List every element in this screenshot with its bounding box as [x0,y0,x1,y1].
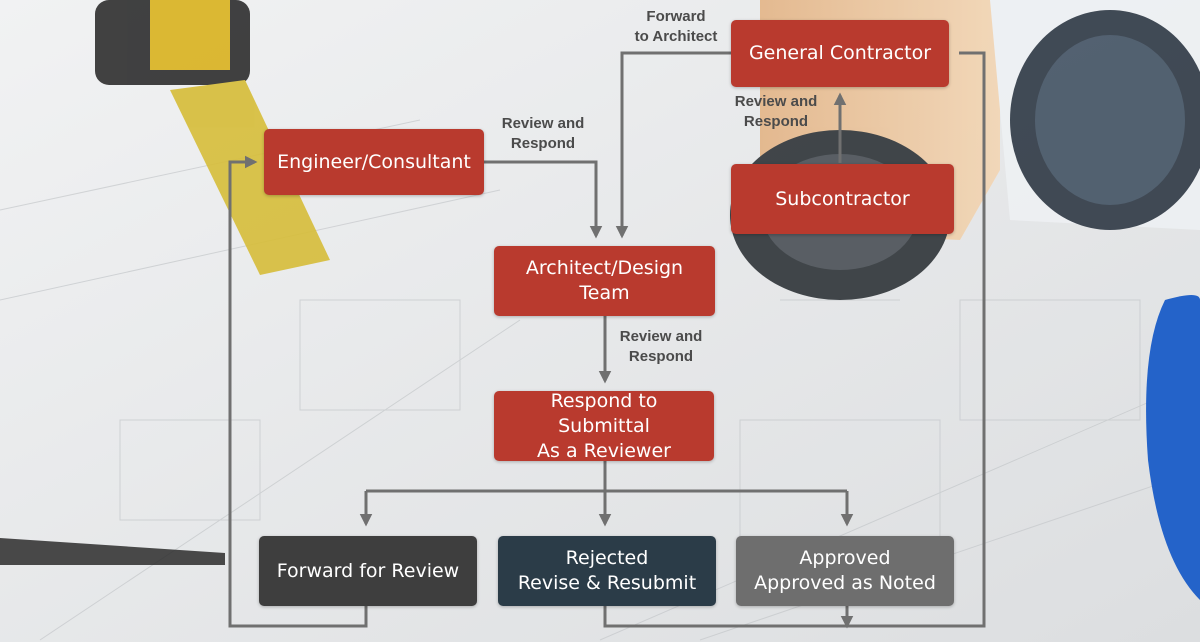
node-engineer-consultant: Engineer/Consultant [264,129,484,195]
node-respond-as-reviewer: Respond to Submittal As a Reviewer [494,390,714,462]
connector-engineer-to-architect [484,160,603,239]
node-subcontractor: Subcontractor [731,164,954,234]
connector-forward-loop-to-engineer [228,155,368,628]
label-gc-review-respond: Review and Respond [734,93,818,130]
label-engineer-review-respond: Review and Respond [501,115,585,152]
connector-outcomes-loop-to-gc [603,51,986,626]
node-approved-as-noted: Approved Approved as Noted [736,536,954,606]
label-forward-to-architect: Forward to Architect [634,8,718,45]
label-architect-review-respond: Review and Respond [619,328,703,365]
connector-reviewer-split [366,461,847,493]
node-forward-for-review: Forward for Review [259,536,477,606]
connector-gc-to-architect [615,51,731,239]
node-rejected-revise-resubmit: Rejected Revise & Resubmit [498,536,716,606]
node-general-contractor: General Contractor [731,20,949,87]
node-architect-design-team: Architect/Design Team [494,246,715,316]
